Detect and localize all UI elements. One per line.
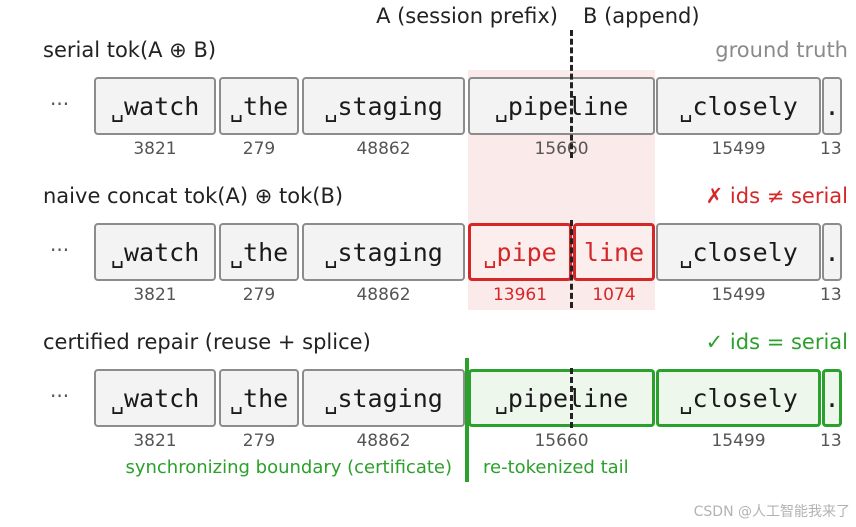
note-synchronizing-boundary: synchronizing boundary (certificate) [125,457,452,478]
space-marker-icon: ␣ [679,97,693,123]
token-id-serial: 3821 [133,139,177,159]
token-box-naive: . [822,223,842,281]
session-boundary-marker-repair [570,368,573,428]
space-marker-icon: ␣ [110,97,124,123]
token-text: pipe [496,237,557,267]
token-text: staging [337,383,443,413]
token-id-naive: 15499 [711,285,766,305]
token-id-serial: 48862 [356,139,411,159]
row-status-naive: ✗ ids ≠ serial [705,184,848,208]
space-marker-icon: ␣ [110,389,124,415]
token-box-naive: ␣watch [94,223,216,281]
space-marker-icon: ␣ [229,97,244,123]
row-status-serial: ground truth [715,38,848,62]
space-marker-icon: ␣ [229,389,244,415]
token-text: staging [337,237,443,267]
row-title-naive: naive concat tok(A) ⊕ tok(B) [43,184,344,208]
token-box-repair: ␣watch [94,369,216,427]
watermark: CSDN @人工智能我来了 [693,504,850,520]
token-id-naive: 48862 [356,285,411,305]
token-id-repair: 13 [820,431,842,451]
token-box-repair: ␣the [219,369,299,427]
token-text: watch [123,91,200,121]
token-text: closely [692,237,798,267]
token-box-serial: ␣staging [302,77,465,135]
note-retokenized-tail: re-tokenized tail [483,457,629,478]
token-id-repair: 15660 [534,431,589,451]
token-text: watch [123,383,200,413]
token-box-naive: line [573,223,655,281]
token-box-serial: ␣closely [656,77,821,135]
token-box-serial: ␣the [219,77,299,135]
token-text: . [824,91,840,121]
space-marker-icon: ␣ [110,243,124,269]
token-id-naive: 279 [242,285,276,305]
token-box-naive: ␣staging [302,223,465,281]
space-marker-icon: ␣ [229,243,244,269]
token-box-serial: . [822,77,842,135]
token-text: watch [123,237,200,267]
token-id-serial: 15499 [711,139,766,159]
token-box-naive: ␣the [219,223,299,281]
token-id-serial: 13 [820,139,842,159]
token-id-naive: 13961 [492,285,548,305]
token-id-repair: 279 [242,431,276,451]
token-box-repair: . [822,369,842,427]
ellipsis-repair: ··· [50,384,70,408]
token-box-naive: ␣closely [656,223,821,281]
row-title-serial: serial tok(A ⊕ B) [43,38,217,62]
space-marker-icon: ␣ [494,97,508,123]
label-append: B (append) [583,4,700,28]
token-text: . [824,383,840,413]
token-id-repair: 48862 [356,431,411,451]
token-text: the [243,237,289,267]
token-box-repair: ␣staging [302,369,465,427]
token-id-serial: 15660 [534,139,589,159]
token-id-naive: 3821 [133,285,177,305]
space-marker-icon: ␣ [679,389,693,415]
token-text: closely [692,91,798,121]
token-text: line [583,237,645,267]
token-id-naive: 13 [820,285,842,305]
row-title-repair: certified repair (reuse + splice) [43,330,371,354]
token-text: . [824,237,840,267]
token-id-serial: 279 [242,139,276,159]
token-text: the [243,383,289,413]
space-marker-icon: ␣ [324,389,338,415]
token-text: closely [692,383,798,413]
token-box-naive: ␣pipe [468,223,572,281]
token-text: pipeline [507,91,629,121]
token-id-naive: 1074 [592,285,636,305]
session-boundary-marker [570,30,573,158]
ellipsis-serial: ··· [50,92,70,116]
token-text: the [243,91,289,121]
synchronizing-boundary-line [465,358,469,482]
space-marker-icon: ␣ [494,389,508,415]
token-id-repair: 3821 [133,431,177,451]
row-status-repair: ✓ ids = serial [705,330,848,354]
space-marker-icon: ␣ [324,243,338,269]
ellipsis-naive: ··· [50,238,70,262]
space-marker-icon: ␣ [679,243,693,269]
token-box-serial: ␣pipeline [468,77,655,135]
token-box-repair: ␣pipeline [468,369,655,427]
token-box-serial: ␣watch [94,77,216,135]
label-session-prefix: A (session prefix) [376,4,558,28]
space-marker-icon: ␣ [483,243,497,269]
token-text: staging [337,91,443,121]
token-id-repair: 15499 [711,431,766,451]
session-boundary-marker-naive [570,220,573,308]
space-marker-icon: ␣ [324,97,338,123]
token-box-repair: ␣closely [656,369,821,427]
token-text: pipeline [507,383,629,413]
